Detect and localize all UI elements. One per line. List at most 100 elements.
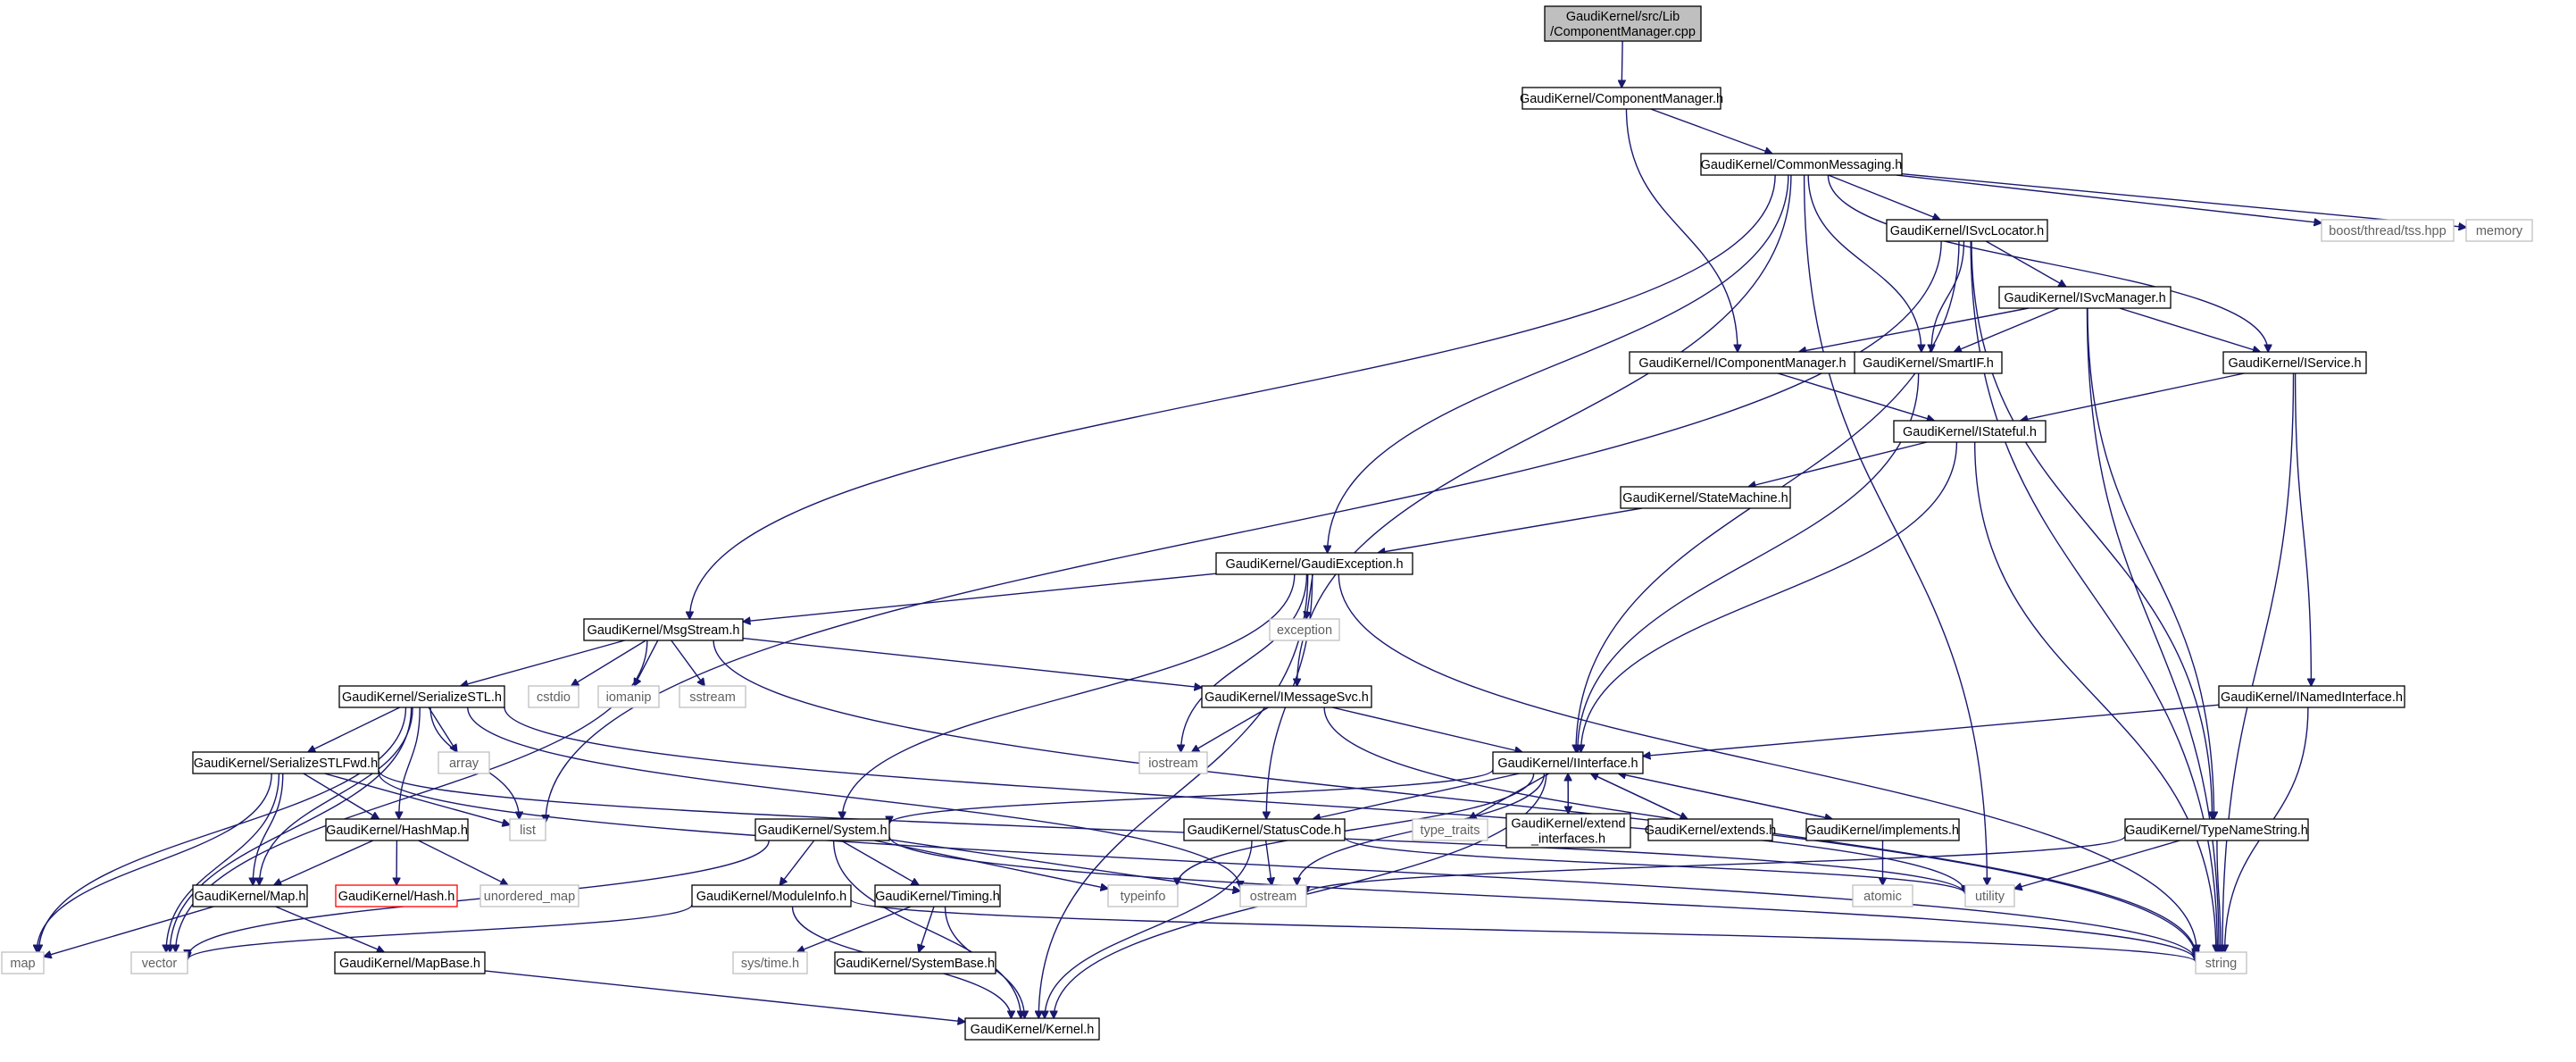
node-inamed[interactable]: GaudiKernel/INamedInterface.h xyxy=(2218,685,2405,708)
edge-iservice-to-inamed xyxy=(2294,372,2312,686)
node-systembase[interactable]: GaudiKernel/SystemBase.h xyxy=(834,951,996,974)
edge-imsgsvc-to-iinterface xyxy=(1331,707,1522,752)
node-label-msgstream: GaudiKernel/MsgStream.h xyxy=(588,623,740,638)
edge-system-to-moduleinfo xyxy=(779,840,815,885)
edge-common-to-imsgsvc xyxy=(1297,174,1792,686)
edge-cm_h-to-common xyxy=(1650,108,1772,154)
node-box-atomic xyxy=(1852,884,1913,907)
node-map_h[interactable]: GaudiKernel/Map.h xyxy=(192,884,308,907)
node-label-cm_cpp: /ComponentManager.cpp xyxy=(1550,25,1696,39)
node-label-exception: exception xyxy=(1277,623,1332,638)
node-gaudiexc[interactable]: GaudiKernel/GaudiException.h xyxy=(1215,552,1413,575)
edge-msgstream-to-string xyxy=(713,640,2196,957)
node-label-sstream: sstream xyxy=(689,690,736,705)
node-threadtss: boost/thread/tss.hpp xyxy=(2321,219,2455,242)
node-label-string: string xyxy=(2205,957,2237,971)
edge-iinterface-to-typeinfo xyxy=(1177,773,1535,885)
node-common[interactable]: GaudiKernel/CommonMessaging.h xyxy=(1700,153,1903,176)
node-mapbase[interactable]: GaudiKernel/MapBase.h xyxy=(334,951,486,974)
node-box-imsgsvc xyxy=(1201,685,1372,708)
edge-timing-to-systime xyxy=(797,906,912,952)
node-label-iservice: GaudiKernel/IService.h xyxy=(2228,356,2361,371)
edge-system-to-ostream xyxy=(888,839,1240,891)
node-cstdio: cstdio xyxy=(528,685,579,708)
node-box-timing xyxy=(874,884,1001,907)
node-timing[interactable]: GaudiKernel/Timing.h xyxy=(874,884,1001,907)
node-statemachine[interactable]: GaudiKernel/StateMachine.h xyxy=(1620,486,1791,509)
node-moduleinfo[interactable]: GaudiKernel/ModuleInfo.h xyxy=(691,884,852,907)
edge-statuscode-to-utility xyxy=(1344,836,1965,895)
node-msgstream[interactable]: GaudiKernel/MsgStream.h xyxy=(583,618,744,641)
edge-common-to-iservice xyxy=(1827,174,2268,352)
node-label-common: GaudiKernel/CommonMessaging.h xyxy=(1701,158,1903,172)
node-label-iinterface: GaudiKernel/IInterface.h xyxy=(1497,757,1638,771)
edge-serstl-to-map xyxy=(39,707,407,952)
node-box-map xyxy=(1,951,45,974)
edge-isvcmgr-to-iservice xyxy=(2119,307,2261,352)
node-kernel[interactable]: GaudiKernel/Kernel.h xyxy=(964,1017,1100,1041)
node-box-systime xyxy=(732,951,808,974)
edge-mapbase-to-kernel xyxy=(484,970,965,1022)
node-hash[interactable]: GaudiKernel/Hash.h xyxy=(335,884,458,907)
node-istateful[interactable]: GaudiKernel/IStateful.h xyxy=(1893,420,2047,443)
node-isvcloc[interactable]: GaudiKernel/ISvcLocator.h xyxy=(1886,219,2048,242)
node-memory: memory xyxy=(2465,219,2533,242)
node-box-serstlfwd xyxy=(192,751,379,774)
node-box-moduleinfo xyxy=(691,884,852,907)
edge-msgstream-to-cstdio xyxy=(571,640,646,686)
edge-timing-to-systembase xyxy=(919,906,935,952)
edge-serstl-to-map_h xyxy=(259,707,413,885)
node-map: map xyxy=(1,951,45,974)
node-label-timing: GaudiKernel/Timing.h xyxy=(875,890,1000,904)
node-smartif[interactable]: GaudiKernel/SmartIF.h xyxy=(1854,351,2003,374)
node-cm_h[interactable]: GaudiKernel/ComponentManager.h xyxy=(1520,87,1723,110)
edge-statuscode-to-ostream xyxy=(1264,840,1272,885)
edge-serstlfwd-to-map_h xyxy=(253,773,284,885)
node-serstlfwd[interactable]: GaudiKernel/SerializeSTLFwd.h xyxy=(192,751,379,774)
edge-common-to-smartif xyxy=(1807,174,1922,352)
edge-iinterface-to-system xyxy=(889,768,1494,824)
edge-typenamestr-to-string xyxy=(2216,840,2221,952)
node-extends[interactable]: GaudiKernel/extends.h xyxy=(1645,818,1777,841)
node-system[interactable]: GaudiKernel/System.h xyxy=(754,818,890,841)
edge-serstl-to-vector xyxy=(170,707,413,952)
node-label-extendif: _interfaces.h xyxy=(1530,832,1605,847)
edge-cm_cpp-to-cm_h xyxy=(1621,40,1622,88)
node-hashmap[interactable]: GaudiKernel/HashMap.h xyxy=(325,818,469,841)
node-box-systembase xyxy=(834,951,996,974)
node-label-atomic: atomic xyxy=(1863,890,1902,904)
node-isvcmgr[interactable]: GaudiKernel/ISvcManager.h xyxy=(1998,286,2172,309)
node-extendif[interactable]: GaudiKernel/extend_interfaces.h xyxy=(1505,813,1631,849)
node-box-hashmap xyxy=(325,818,469,841)
node-label-iostream: iostream xyxy=(1148,757,1198,771)
node-iservice[interactable]: GaudiKernel/IService.h xyxy=(2222,351,2367,374)
node-typenamestr[interactable]: GaudiKernel/TypeNameString.h xyxy=(2124,818,2309,841)
node-box-map_h xyxy=(192,884,308,907)
node-imsgsvc[interactable]: GaudiKernel/IMessageSvc.h xyxy=(1201,685,1372,708)
node-box-typeinfo xyxy=(1107,884,1179,907)
node-implements[interactable]: GaudiKernel/implements.h xyxy=(1805,818,1960,841)
node-icompmgr[interactable]: GaudiKernel/IComponentManager.h xyxy=(1629,351,1856,374)
edge-gaudiexc-to-iostream xyxy=(1181,573,1308,752)
node-cm_cpp[interactable]: GaudiKernel/src/Lib/ComponentManager.cpp xyxy=(1544,5,1702,42)
node-box-vector xyxy=(130,951,188,974)
node-statuscode[interactable]: GaudiKernel/StatusCode.h xyxy=(1183,818,1346,841)
node-box-istateful xyxy=(1893,420,2047,443)
edge-isvcloc-to-smartif xyxy=(1931,240,1965,352)
node-box-threadtss xyxy=(2321,219,2455,242)
edge-msgstream-to-serstl xyxy=(461,640,625,686)
edge-common-to-msgstream xyxy=(689,174,1776,619)
node-label-cm_cpp: GaudiKernel/src/Lib xyxy=(1566,10,1680,24)
node-list: list xyxy=(509,818,546,841)
edge-serstlfwd-to-utility xyxy=(378,769,1965,894)
node-iinterface[interactable]: GaudiKernel/IInterface.h xyxy=(1492,751,1644,774)
edge-isvcloc-to-typenamestr xyxy=(1971,240,2213,819)
edge-msgstream-to-iomanip xyxy=(634,640,659,686)
node-label-serstl: GaudiKernel/SerializeSTL.h xyxy=(342,690,502,705)
node-serstl[interactable]: GaudiKernel/SerializeSTL.h xyxy=(338,685,505,708)
node-box-isvcmgr xyxy=(1998,286,2172,309)
node-label-array: array xyxy=(449,757,479,771)
node-label-moduleinfo: GaudiKernel/ModuleInfo.h xyxy=(696,890,846,904)
node-box-inamed xyxy=(2218,685,2405,708)
